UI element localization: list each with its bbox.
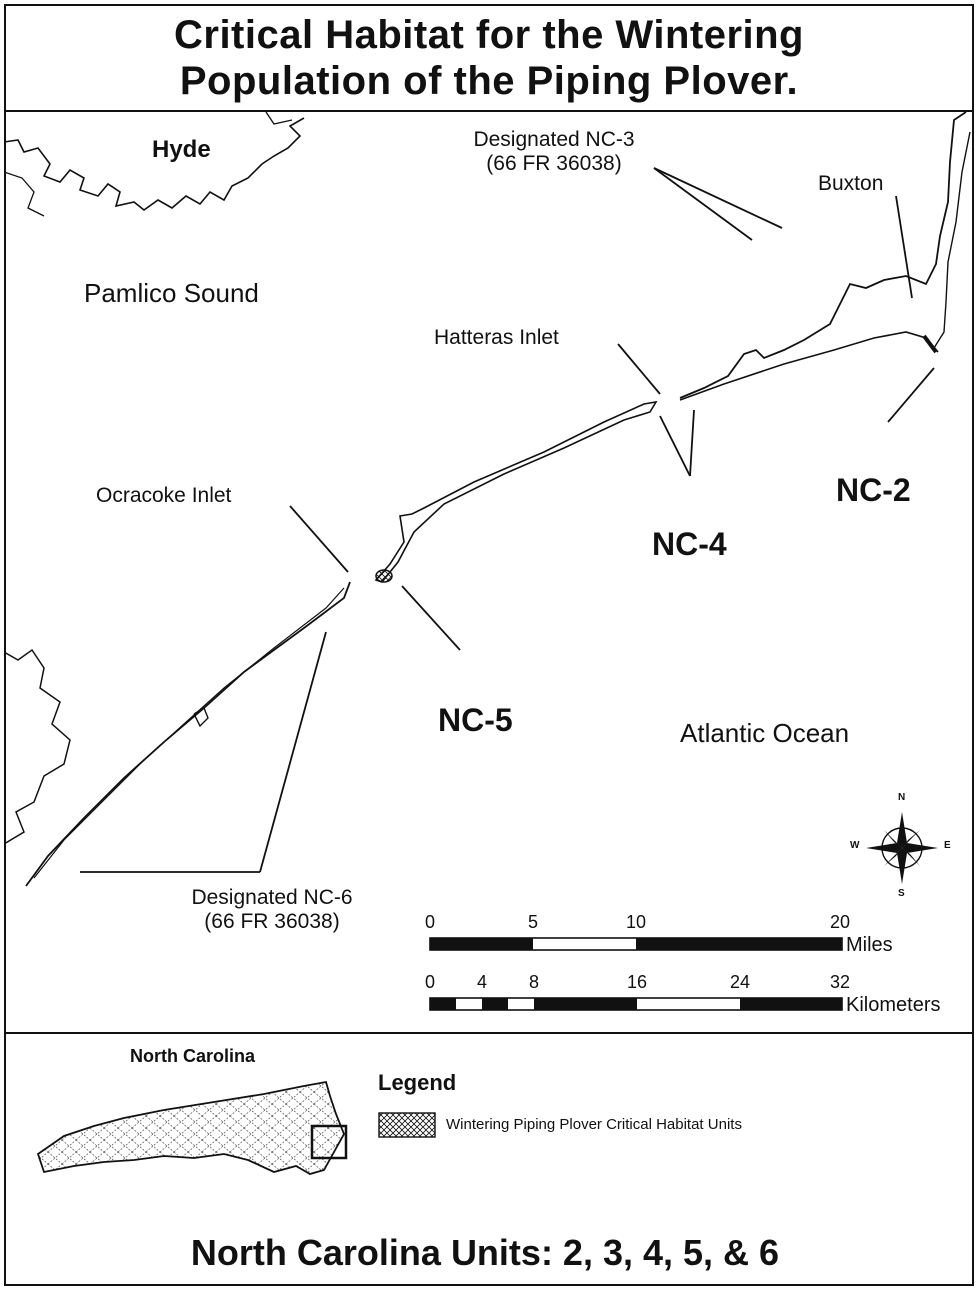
- scale-km-tick-1: 4: [476, 972, 488, 992]
- nc-state-outline: [36, 1080, 345, 1175]
- unit-nc2: NC-2: [836, 472, 911, 508]
- place-buxton: Buxton: [818, 172, 884, 195]
- map-frame: [4, 4, 974, 1286]
- scale-miles-tick-0: 0: [424, 912, 436, 932]
- scale-km-tick-2: 8: [528, 972, 540, 992]
- scale-bar-miles: [429, 937, 843, 951]
- inset-locator-box: [310, 1124, 348, 1160]
- scale-km-tick-0: 0: [424, 972, 436, 992]
- sw-mainland-shoreline: [4, 648, 71, 845]
- compass-s: S: [898, 888, 905, 899]
- core-banks: [25, 581, 351, 887]
- unit-nc4: NC-4: [652, 526, 727, 562]
- scale-miles-tick-2: 10: [625, 912, 647, 932]
- place-ocracoke-inlet: Ocracoke Inlet: [96, 484, 232, 507]
- legend-item-label: Wintering Piping Plover Critical Habitat…: [446, 1116, 742, 1133]
- unit-nc5: NC-5: [438, 702, 513, 738]
- leader-lines: [80, 167, 935, 873]
- compass-icon: [866, 812, 938, 884]
- compass-w: W: [850, 840, 860, 851]
- designated-nc6-line2: (66 FR 36038): [204, 910, 340, 933]
- compass-e: E: [944, 840, 951, 851]
- legend-panel: North Carolina Legend Wintering Piping P…: [4, 1032, 974, 1286]
- legend-title: Legend: [378, 1070, 457, 1095]
- coastline-map: [4, 112, 971, 1011]
- scale-km-tick-3: 16: [626, 972, 648, 992]
- map-title-line-1: Critical Habitat for the Wintering: [173, 13, 804, 57]
- designated-nc3-label: Designated NC-3 (66 FR 36038): [454, 128, 654, 176]
- place-atlantic-ocean: Atlantic Ocean: [680, 718, 850, 748]
- hyde-shoreline: [4, 117, 305, 212]
- scale-miles-tick-1: 5: [527, 912, 539, 932]
- scale-km-tick-4: 24: [729, 972, 751, 992]
- footer-units-title: North Carolina Units: 2, 3, 4, 5, & 6: [190, 1232, 780, 1273]
- designated-nc3-line1: Designated NC-3: [473, 128, 635, 151]
- nc-inset-map: [36, 1080, 348, 1175]
- inset-state-label: North Carolina: [130, 1046, 256, 1066]
- place-pamlico-sound: Pamlico Sound: [84, 278, 259, 308]
- scale-miles-unit: Miles: [846, 934, 893, 956]
- scale-miles-tick-3: 20: [829, 912, 851, 932]
- legend-hatch-swatch: [378, 1112, 436, 1138]
- designated-nc3-line2: (66 FR 36038): [486, 152, 622, 175]
- scale-bar-km: [429, 997, 843, 1011]
- title-box: Critical Habitat for the Wintering Popul…: [4, 4, 974, 112]
- designated-nc6-line1: Designated NC-6: [191, 886, 353, 909]
- place-hatteras-inlet: Hatteras Inlet: [434, 326, 559, 349]
- scale-km-tick-5: 32: [829, 972, 851, 992]
- hatteras-island: [679, 112, 967, 399]
- map-title-line-2: Population of the Piping Plover.: [179, 59, 799, 103]
- compass-n: N: [898, 792, 906, 803]
- scale-km-unit: Kilometers: [846, 994, 941, 1016]
- designated-nc6-label: Designated NC-6 (66 FR 36038): [172, 886, 372, 934]
- place-hyde: Hyde: [152, 136, 211, 163]
- ocracoke-island: [374, 400, 658, 583]
- map-area: Hyde Pamlico Sound Atlantic Ocean Buxton…: [4, 112, 974, 1032]
